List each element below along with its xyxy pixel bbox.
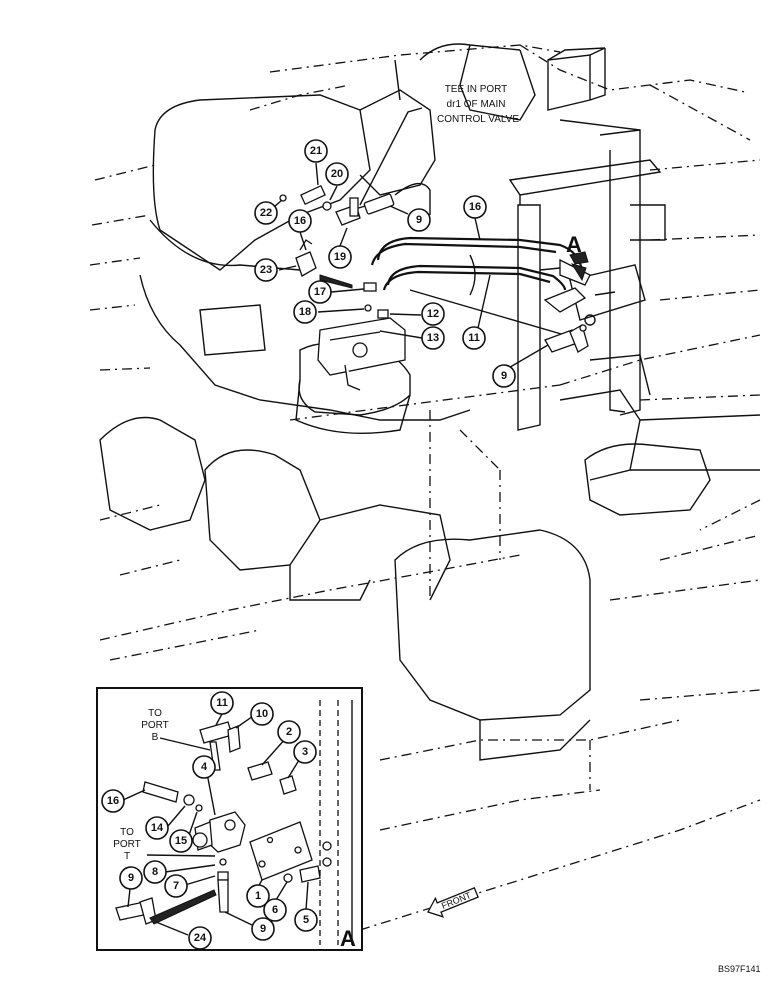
svg-text:16: 16 [294, 215, 306, 227]
inset-view-label: A [340, 926, 356, 951]
item-bubble: 10 [250, 702, 274, 726]
view-a-arrow-icon [570, 263, 587, 282]
svg-text:14: 14 [151, 822, 164, 834]
item-bubble: 16 [288, 209, 312, 233]
item-bubble: 15 [169, 829, 193, 853]
item-bubble: 19 [328, 245, 352, 269]
leader-lines-main [273, 107, 549, 371]
item-bubble: 20 [325, 162, 349, 186]
svg-text:2: 2 [286, 726, 292, 738]
svg-text:9: 9 [501, 370, 507, 382]
svg-text:10: 10 [256, 708, 268, 720]
item-bubble: 9 [119, 866, 143, 890]
item-bubble: 16 [101, 789, 125, 813]
svg-text:11: 11 [468, 332, 480, 344]
view-a-marker: A [566, 232, 582, 257]
to-port-t-line-1: TO [120, 827, 134, 838]
item-bubble: 21 [304, 139, 328, 163]
svg-text:9: 9 [260, 923, 266, 935]
item-bubble: 2 [277, 720, 301, 744]
item-bubble: 9 [492, 364, 516, 388]
to-port-t-line-2: PORT [113, 839, 141, 850]
item-bubble: 8 [143, 860, 167, 884]
machine-outline [89, 44, 761, 931]
svg-text:5: 5 [303, 914, 309, 926]
machine-body [99, 43, 761, 761]
item-bubble: 9 [407, 208, 431, 232]
svg-text:4: 4 [201, 761, 208, 773]
front-arrow-icon: FRONT [427, 887, 479, 918]
svg-text:16: 16 [469, 201, 481, 213]
svg-text:16: 16 [107, 795, 119, 807]
item-bubble: 24 [188, 926, 212, 950]
svg-text:15: 15 [175, 835, 187, 847]
mounting-bracket-frame [508, 47, 666, 431]
svg-text:22: 22 [260, 207, 272, 219]
item-bubble: 11 [210, 691, 234, 715]
svg-text:17: 17 [314, 286, 326, 298]
svg-text:23: 23 [260, 264, 272, 276]
svg-text:9: 9 [416, 214, 422, 226]
svg-text:13: 13 [427, 332, 439, 344]
item-bubble: 14 [145, 816, 169, 840]
item-bubble: 6 [263, 898, 287, 922]
item-bubble: 1 [246, 884, 270, 908]
tee-callout-line-2: dr1 OF MAIN [447, 99, 506, 110]
svg-text:19: 19 [334, 251, 346, 263]
svg-text:11: 11 [216, 697, 228, 709]
item-bubble: 17 [308, 280, 332, 304]
svg-text:3: 3 [302, 746, 308, 758]
item-bubble: 4 [192, 755, 216, 779]
tee-callout-line-1: TEE IN PORT [445, 84, 508, 95]
svg-text:7: 7 [173, 880, 179, 892]
item-bubble: 16 [463, 195, 487, 219]
svg-text:24: 24 [194, 932, 207, 944]
item-bubble: 11 [462, 326, 486, 350]
item-bubble: 3 [293, 740, 317, 764]
to-port-b-line-1: TO [148, 708, 162, 719]
item-bubble: 22 [254, 201, 278, 225]
item-bubble: 23 [254, 258, 278, 282]
to-port-b-line-3: B [152, 732, 159, 743]
item-bubble: 9 [251, 917, 275, 941]
item-bubble: 7 [164, 874, 188, 898]
item-bubble: 13 [421, 326, 445, 350]
tee-callout-line-3: CONTROL VALVE [437, 114, 519, 125]
item-bubble: 12 [421, 302, 445, 326]
to-port-t-line-3: T [124, 851, 130, 862]
svg-text:12: 12 [427, 308, 439, 320]
front-label: FRONT [440, 890, 473, 911]
detail-view-a [96, 687, 363, 951]
svg-text:18: 18 [299, 306, 311, 318]
item-bubble: 5 [294, 908, 318, 932]
to-port-b-line-2: PORT [141, 720, 169, 731]
svg-text:9: 9 [128, 872, 134, 884]
svg-text:6: 6 [272, 904, 278, 916]
figure-code: BS97F141 [718, 964, 761, 974]
svg-text:8: 8 [152, 866, 158, 878]
svg-text:21: 21 [310, 145, 322, 157]
svg-text:1: 1 [255, 890, 261, 902]
svg-text:20: 20 [331, 168, 343, 180]
item-bubble: 18 [293, 300, 317, 324]
